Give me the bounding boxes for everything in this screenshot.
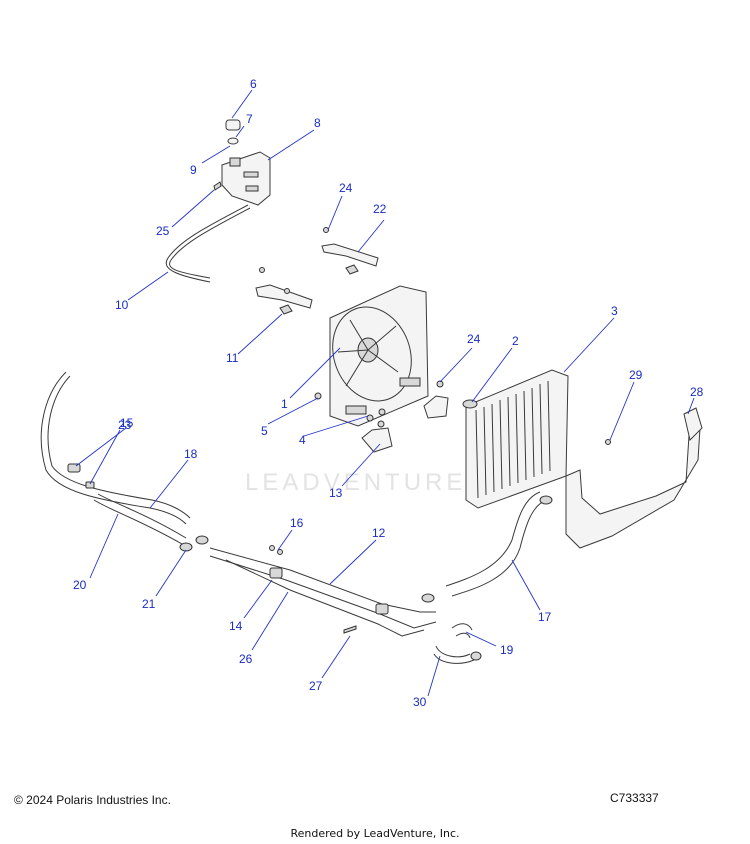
hose-clamp-21 — [179, 535, 209, 552]
watermark-text: LEADVENTURE — [245, 469, 466, 496]
hose-left-long — [40, 371, 191, 525]
callout-9: 9 — [190, 163, 197, 177]
nut-11 — [279, 304, 293, 315]
callout-13: 13 — [329, 486, 343, 500]
callout-12: 12 — [372, 526, 386, 540]
hose-right-upper — [421, 491, 553, 603]
callout-28: 28 — [690, 385, 704, 399]
callout-7: 7 — [246, 112, 253, 126]
callout-4: 4 — [299, 433, 306, 447]
screw-5 — [314, 392, 322, 400]
callout-17: 17 — [538, 610, 552, 624]
tube-assembly — [209, 547, 437, 637]
callout-24a: 24 — [339, 181, 353, 195]
callout-25: 25 — [156, 224, 170, 238]
callout-18: 18 — [184, 447, 198, 461]
callout-16: 16 — [290, 516, 304, 530]
hose-clamp-15 — [67, 463, 81, 473]
callout-21: 21 — [142, 597, 156, 611]
callout-23: 23 — [118, 418, 132, 432]
radiator — [465, 369, 569, 509]
callout-labels: 1 2 3 4 5 6 7 8 9 10 11 12 13 14 15 16 1… — [73, 77, 704, 709]
callout-24b: 24 — [467, 332, 481, 346]
callout-29: 29 — [629, 368, 643, 382]
callout-6: 6 — [250, 77, 257, 91]
hose-elbow-19 — [451, 623, 473, 639]
hose-elbow-30 — [433, 645, 482, 664]
mount-bracket-13 — [361, 420, 393, 453]
coolant-cap — [225, 119, 241, 131]
copyright-text: © 2024 Polaris Industries Inc. — [14, 793, 171, 807]
callout-30: 30 — [413, 695, 427, 709]
radiator-mount-bracket — [423, 380, 449, 419]
callout-3: 3 — [611, 304, 618, 318]
radiator-isolator-2 — [462, 399, 478, 409]
callout-5: 5 — [261, 424, 268, 438]
mount-4 — [366, 408, 386, 422]
callout-1: 1 — [281, 397, 288, 411]
overflow-hose — [165, 204, 251, 283]
screw-27 — [343, 625, 357, 634]
hose-clamp-23 — [85, 481, 95, 489]
callout-27: 27 — [309, 679, 323, 693]
hose-left-lower — [93, 493, 187, 545]
figure-code: C733337 — [610, 791, 659, 805]
bottle-fitting — [213, 181, 222, 191]
callout-14: 14 — [229, 619, 243, 633]
bracket-upper — [255, 267, 313, 309]
callout-22: 22 — [373, 202, 387, 216]
bracket-right — [321, 227, 379, 275]
callout-15: 15 — [120, 416, 134, 430]
coolant-seal — [227, 137, 239, 145]
callout-8: 8 — [314, 116, 321, 130]
fastener-16 — [269, 545, 283, 555]
callout-10: 10 — [115, 298, 129, 312]
callout-2: 2 — [512, 334, 519, 348]
coolant-bottle — [221, 151, 271, 206]
callout-19: 19 — [500, 643, 514, 657]
leader-lines — [75, 89, 695, 697]
screw-29 — [605, 439, 611, 445]
rendered-by-text: Rendered by LeadVenture, Inc. — [290, 827, 460, 840]
air-deflector — [565, 407, 703, 549]
callout-11: 11 — [226, 351, 239, 365]
callout-20: 20 — [73, 578, 87, 592]
fan-shroud — [329, 285, 429, 427]
callout-26: 26 — [239, 652, 253, 666]
